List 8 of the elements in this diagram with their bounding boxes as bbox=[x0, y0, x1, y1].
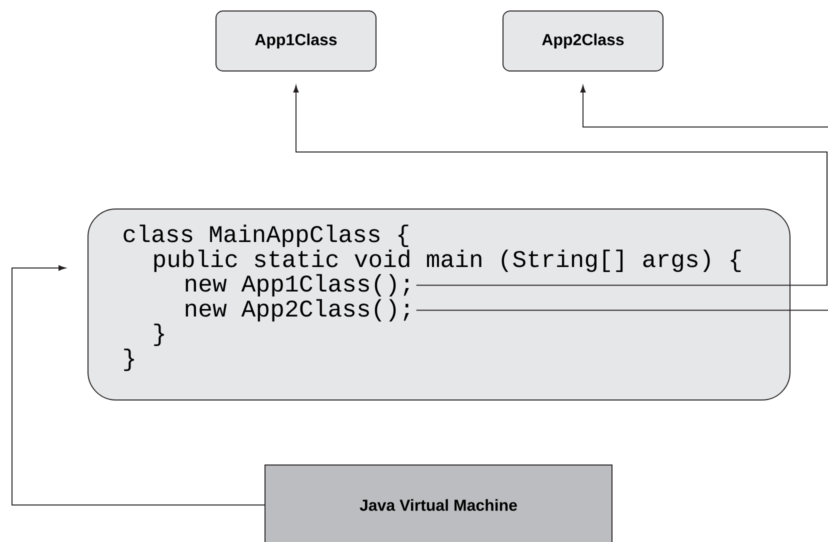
arrow bbox=[293, 85, 828, 286]
machine-box: Java Virtual Machine bbox=[264, 464, 612, 542]
class-box: App2Class bbox=[502, 10, 664, 72]
arrow bbox=[12, 265, 265, 506]
class-box: App1Class bbox=[216, 10, 376, 72]
arrow bbox=[416, 85, 828, 311]
code-line: new App1Class(); bbox=[186, 274, 409, 296]
code-line: new App2Class(); bbox=[186, 299, 409, 322]
